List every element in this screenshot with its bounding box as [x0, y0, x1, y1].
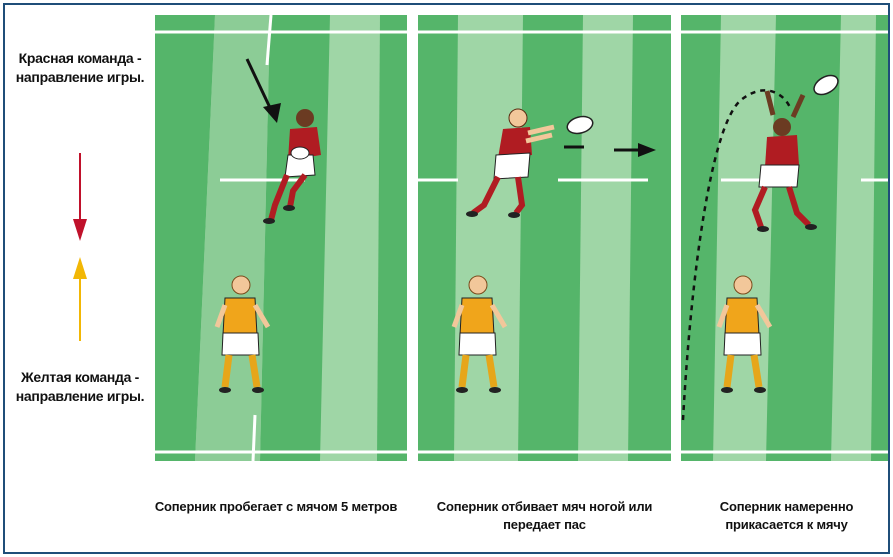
red-direction-arrow-icon [73, 153, 87, 241]
yellow-player-icon [214, 275, 271, 393]
panel-run-five-meters [155, 15, 407, 461]
red-player-jumping-icon [751, 90, 817, 232]
yellow-direction-arrow-icon [73, 257, 87, 341]
field-illustration-3 [681, 15, 888, 461]
diagram-frame: Красная команда - направление игры. Желт… [3, 3, 890, 554]
field-illustration-2 [418, 15, 671, 461]
red-player-running-icon [263, 109, 321, 224]
panel-kick-or-pass [418, 15, 671, 461]
yellow-player-icon [716, 275, 773, 393]
caption-kick-or-pass: Соперник отбивает мяч ногой или передает… [436, 499, 653, 532]
panel-intentional-touch [681, 15, 888, 461]
yellow-team-direction-label: Желтая команда - направление игры. [15, 369, 145, 404]
yellow-player-icon [451, 275, 508, 393]
caption-run-five-meters: Соперник пробегает с мячом 5 метров [154, 499, 398, 514]
red-player-passing-icon [466, 108, 555, 218]
red-team-direction-label: Красная команда - направление игры. [15, 50, 145, 85]
caption-intentional-touch: Соперник намеренно прикасается к мячу [719, 499, 854, 532]
field-illustration-1 [155, 15, 407, 461]
